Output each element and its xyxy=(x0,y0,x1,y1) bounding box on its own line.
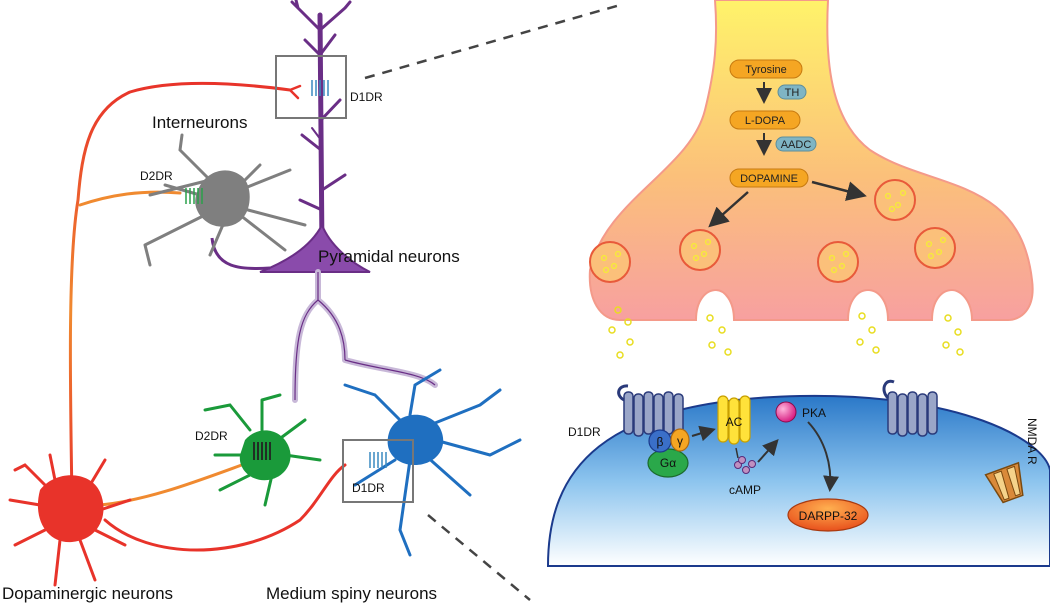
dopaminergic-neuron xyxy=(8,453,132,587)
label-pyramidal-neurons: Pyramidal neurons xyxy=(318,247,460,266)
interneuron xyxy=(143,133,307,267)
label-d2dr-top: D2DR xyxy=(140,169,173,183)
aadc-label: AADC xyxy=(781,139,812,151)
receptor-icon-d2dr-bottom xyxy=(253,442,271,460)
vesicle xyxy=(874,179,916,221)
aadc-enzyme xyxy=(775,136,817,152)
d1dr-receptor xyxy=(623,391,684,437)
tyrosine-label: Tyrosine xyxy=(745,64,787,76)
label-d1dr-top: D1DR xyxy=(350,90,383,104)
synapse-box-top xyxy=(275,55,347,119)
receptor-icon-d2dr-top xyxy=(185,188,203,204)
darpp32 xyxy=(787,498,869,532)
label-dopaminergic-neurons: Dopaminergic neurons xyxy=(2,584,173,603)
nmda-label: NMDA R xyxy=(1025,418,1039,465)
vesicle xyxy=(914,227,956,269)
d1dr-receptor-label: D1DR xyxy=(568,425,601,439)
label-d2dr-bottom: D2DR xyxy=(195,429,228,443)
gamma-subunit xyxy=(670,428,690,452)
msn-blue xyxy=(343,368,522,557)
label-d1dr-bottom: D1DR xyxy=(352,481,385,495)
pka xyxy=(775,401,797,423)
camp-label: cAMP xyxy=(729,483,761,497)
receptor-icon-d1dr-bottom xyxy=(369,452,387,468)
ac-label: AC xyxy=(726,415,743,429)
l-dopa-pill xyxy=(729,110,801,130)
vesicle-contents xyxy=(600,189,947,274)
th-enzyme xyxy=(777,84,807,100)
dopamine-pill xyxy=(729,168,809,188)
tyrosine-pill xyxy=(729,59,803,79)
pyramidal-neuron xyxy=(290,0,352,253)
pyramidal-basal-dendrite xyxy=(210,237,271,271)
nmda-receptor xyxy=(984,461,1024,504)
label-interneurons: Interneurons xyxy=(152,113,247,132)
vesicle xyxy=(817,241,859,283)
vesicle xyxy=(589,241,631,283)
adenylyl-cyclase xyxy=(717,395,751,445)
label-medium-spiny-neurons: Medium spiny neurons xyxy=(266,584,437,603)
presynaptic-terminal xyxy=(588,0,1034,321)
zoom-line-bottom xyxy=(427,514,531,601)
receptor-icon-d1dr-top xyxy=(311,80,329,96)
darpp32-label: DARPP-32 xyxy=(799,509,858,523)
d1dr-receptor-tail xyxy=(617,384,629,402)
d1dr-receptor-second xyxy=(887,391,938,437)
beta-label: β xyxy=(657,435,664,449)
pka-label: PKA xyxy=(802,406,826,420)
vesicle xyxy=(679,229,721,271)
synapse-box-bottom xyxy=(342,439,414,503)
th-label: TH xyxy=(785,87,800,99)
zoom-line-top xyxy=(364,3,621,80)
l-dopa-label: L-DOPA xyxy=(745,115,786,127)
dopaminergic-axon xyxy=(68,82,347,552)
pyramidal-soma xyxy=(259,222,371,273)
camp-molecules xyxy=(734,456,756,474)
synthesis-chain: Tyrosine TH L-DOPA AADC DOPAMINE xyxy=(708,59,867,228)
dopamine-label: DOPAMINE xyxy=(740,173,798,185)
pyramidal-axon xyxy=(292,269,438,403)
gamma-label: γ xyxy=(677,434,683,448)
released-dopamine xyxy=(608,306,964,359)
g-alpha-label: Gα xyxy=(660,456,676,470)
